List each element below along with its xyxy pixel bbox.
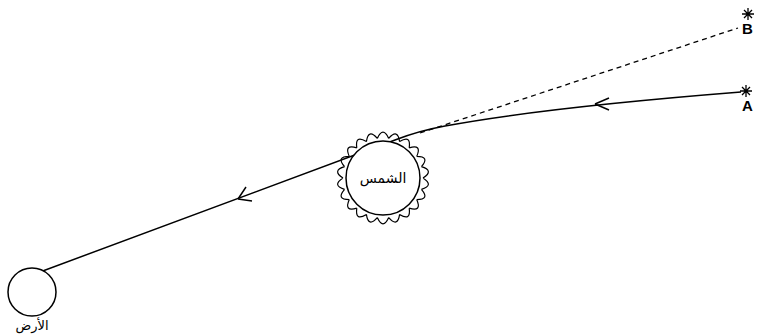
earth-label: الأرض bbox=[15, 318, 48, 333]
light-ray bbox=[40, 92, 741, 272]
sun-disc bbox=[346, 141, 420, 215]
arrow-head bbox=[595, 98, 609, 110]
earth-disc bbox=[8, 268, 56, 316]
star-symbol bbox=[740, 85, 752, 97]
earth-node: الأرض bbox=[4, 266, 64, 334]
sun-flames bbox=[338, 132, 429, 224]
sun-node: الشمس bbox=[323, 118, 443, 238]
star-label: B bbox=[742, 20, 753, 37]
arrow-head bbox=[238, 187, 252, 201]
apparent-ray bbox=[420, 28, 738, 133]
star-symbol bbox=[742, 8, 754, 20]
earth-outline bbox=[4, 266, 64, 318]
sun-label: الشمس bbox=[360, 170, 407, 186]
star-label: A bbox=[742, 97, 753, 114]
